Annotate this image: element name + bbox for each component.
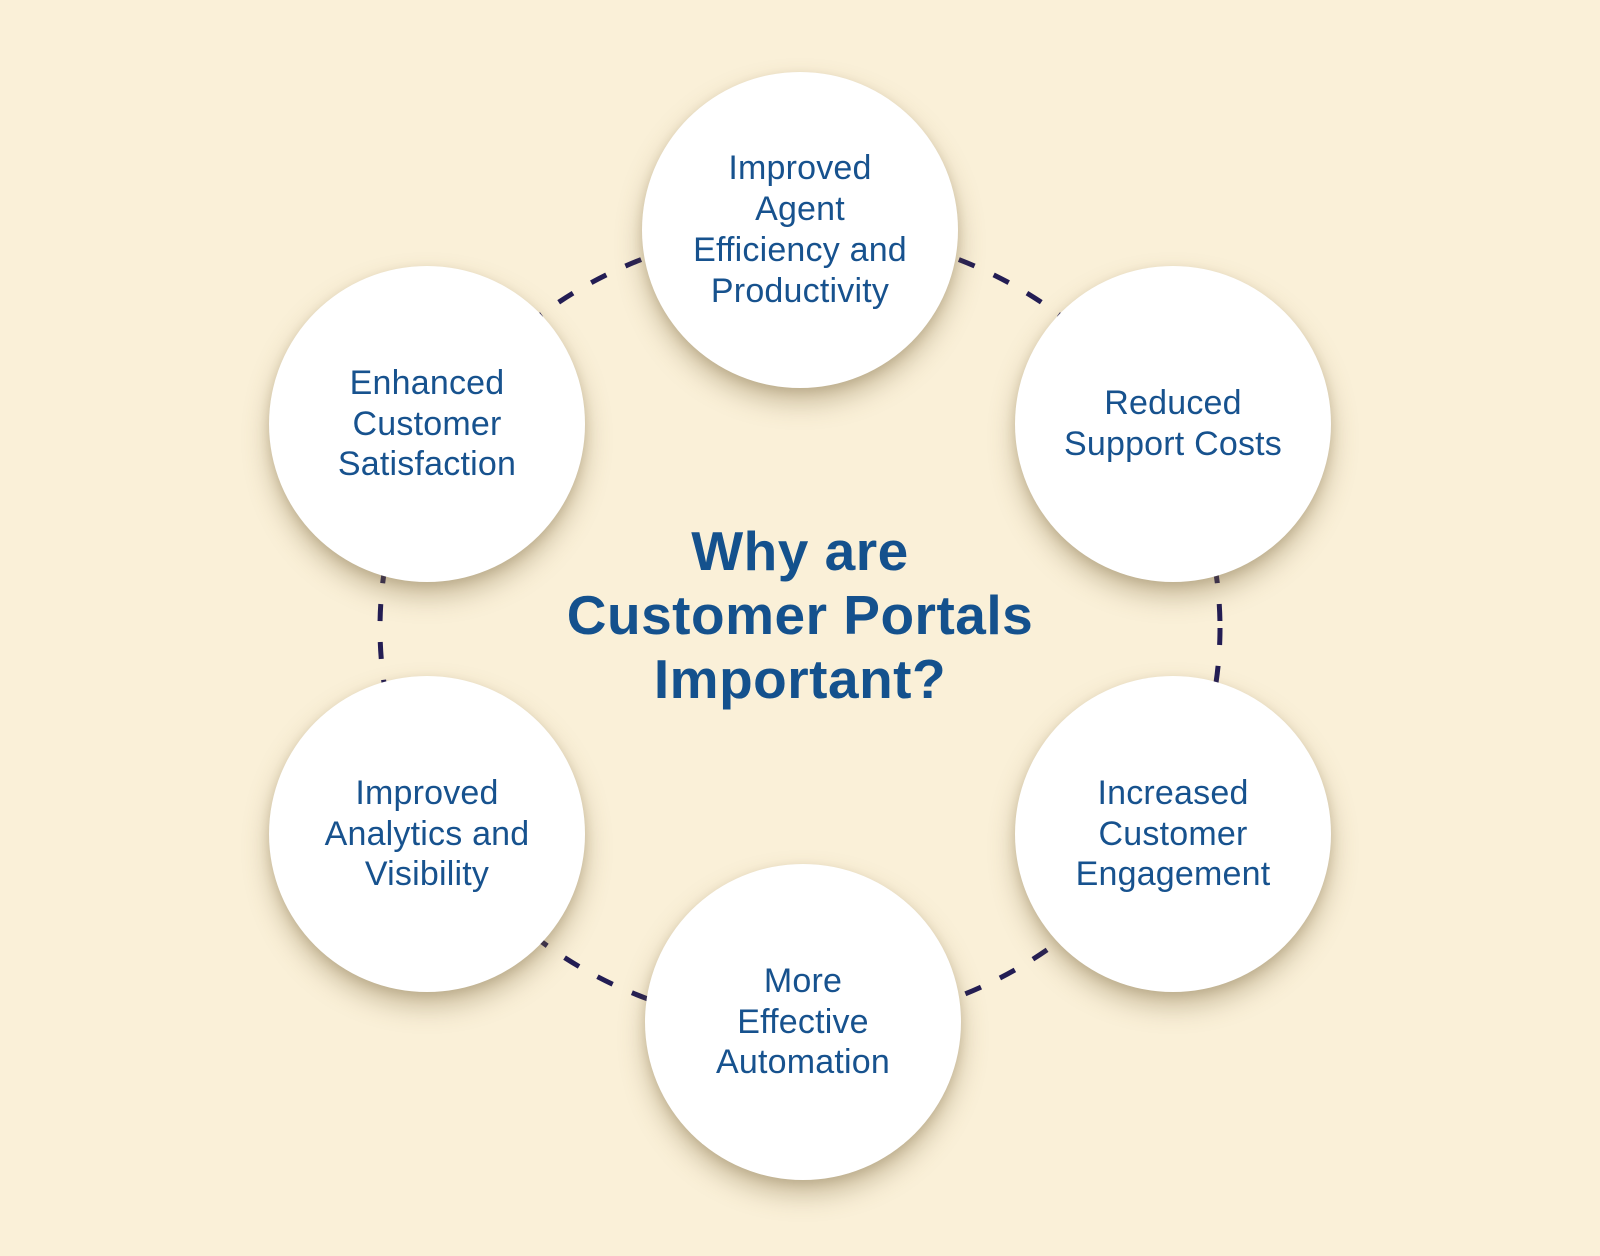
node-more-effective-automation: More Effective Automation bbox=[645, 864, 961, 1180]
node-reduced-support-costs: Reduced Support Costs bbox=[1015, 266, 1331, 582]
node-label: Reduced Support Costs bbox=[1063, 384, 1283, 463]
node-label: Increased Customer Engagement bbox=[1075, 773, 1271, 894]
node-enhanced-customer-satisfaction: Enhanced Customer Satisfaction bbox=[269, 266, 585, 582]
node-improved-agent-efficiency-and-productivity: Improved Agent Efficiency and Productivi… bbox=[642, 72, 958, 388]
node-label: More Effective Automation bbox=[716, 961, 890, 1082]
node-improved-analytics-and-visibility: Improved Analytics and Visibility bbox=[269, 676, 585, 992]
node-label: Improved Analytics and Visibility bbox=[324, 773, 530, 894]
node-label: Enhanced Customer Satisfaction bbox=[337, 363, 517, 484]
node-increased-customer-engagement: Increased Customer Engagement bbox=[1015, 676, 1331, 992]
node-label: Improved Agent Efficiency and Productivi… bbox=[693, 149, 907, 310]
diagram-title: Why are Customer Portals Important? bbox=[566, 520, 1034, 710]
